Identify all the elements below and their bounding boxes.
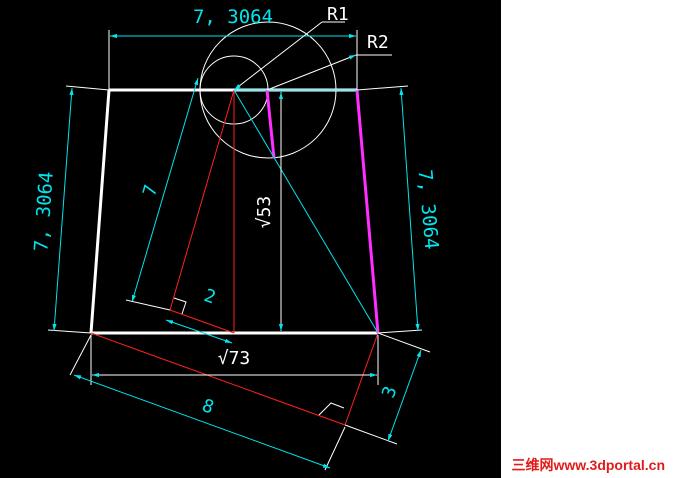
ext-line-eight-left — [69, 334, 92, 376]
dim-line-three — [387, 349, 422, 442]
label-sqrt53: √53 — [254, 196, 275, 229]
ext-line-three-top — [377, 332, 431, 353]
left-edge — [89, 89, 111, 334]
ext-line-left-top — [65, 85, 110, 91]
label-sqrt73: √73 — [218, 348, 251, 369]
watermark-text: 三维网www.3dportal.cn — [512, 457, 666, 473]
label-r1: R1 — [327, 4, 349, 25]
inner-segment-highlight — [265, 89, 276, 159]
label-top-width: 7, 3064 — [193, 6, 273, 28]
leader-r2 — [266, 54, 357, 91]
white-margin — [501, 0, 683, 478]
red-offset-line — [344, 332, 379, 426]
ext-line-seven — [125, 299, 171, 311]
dim-line-two — [165, 319, 233, 344]
dim-line-right-side — [399, 87, 420, 332]
dim-line-seven — [131, 77, 199, 303]
ext-line-right-top — [356, 85, 409, 91]
leader-r1 — [233, 21, 323, 91]
label-r2: R2 — [367, 32, 389, 53]
dim-line-eight — [73, 374, 331, 469]
cyan-diagonal — [233, 89, 379, 334]
right-edge-highlight — [355, 89, 380, 334]
dim-line-left-side — [52, 87, 74, 332]
